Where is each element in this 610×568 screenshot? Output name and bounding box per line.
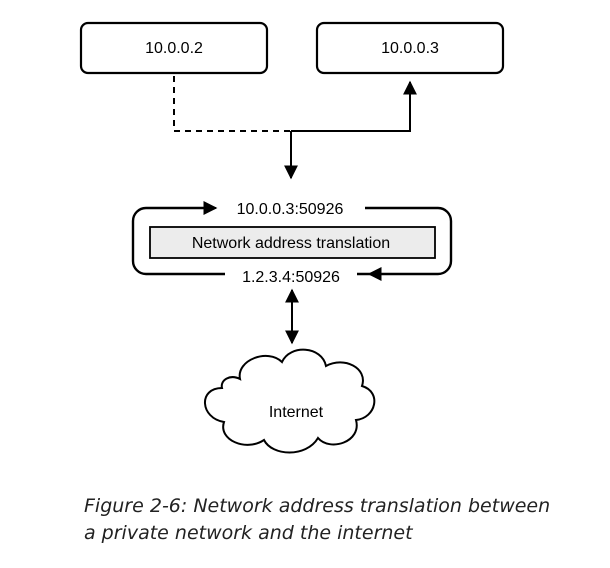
caption-line-1: Figure 2-6: Network address translation … [84,495,551,517]
nat-inner-box: Network address translation [149,226,436,259]
figure-caption: Figure 2-6: Network address translation … [84,493,594,547]
caption-line-2: a private network and the internet [84,522,413,544]
cloud-icon [204,348,376,454]
dashed-connector [173,76,291,132]
inbound-address-label: 10.0.0.3:50926 [237,201,344,218]
nat-bottom-label-gap [225,266,357,284]
host-label-10-0-0-2: 10.0.0.2 [145,40,203,57]
host-label-10-0-0-3: 10.0.0.3 [381,40,439,57]
host-box-10-0-0-2: 10.0.0.2 [79,21,269,75]
internet-label: Internet [269,404,324,421]
internet-cloud: Internet [204,348,376,454]
nat-top-label-gap [215,199,365,217]
host-box-10-0-0-3: 10.0.0.3 [315,21,505,75]
outbound-address-label: 1.2.3.4:50926 [242,269,340,286]
solid-connector-to-10-0-0-3 [291,80,417,132]
nat-diagram: 10.0.0.2 10.0.0.3 Network address transl… [79,21,505,454]
nat-label: Network address translation [192,235,390,252]
